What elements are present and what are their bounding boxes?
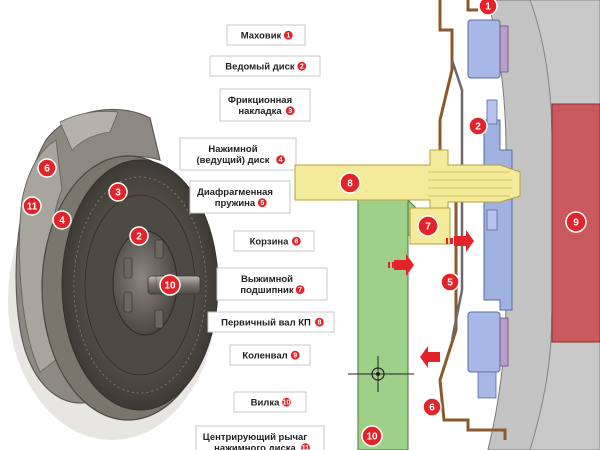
legend-box bbox=[219, 88, 311, 122]
photo-callout-10: 10 bbox=[159, 274, 181, 296]
legend-text: (ведущий) диск bbox=[197, 155, 270, 166]
diagram-callout-1: 1 bbox=[478, 0, 498, 16]
legend-box bbox=[189, 180, 291, 214]
legend-number-badge bbox=[284, 105, 296, 117]
svg-text:10: 10 bbox=[366, 432, 378, 443]
legend-text: Вилка bbox=[251, 398, 280, 409]
photo-callout-11: 11 bbox=[22, 196, 42, 216]
legend-text: Ведомый диск bbox=[225, 62, 295, 73]
svg-text:7: 7 bbox=[425, 222, 431, 233]
legend-text: Корзина bbox=[250, 237, 290, 248]
svg-text:3: 3 bbox=[115, 188, 121, 199]
legend-item-2: Ведомый диск 2 bbox=[209, 55, 321, 77]
svg-text:9: 9 bbox=[573, 218, 579, 229]
clutch-photo: 6 11 4 3 2 10 bbox=[8, 108, 219, 440]
legend-box bbox=[216, 267, 328, 301]
svg-text:6: 6 bbox=[44, 164, 50, 175]
legend-number-badge bbox=[282, 29, 294, 41]
legend-text: Центрирующий рычаг bbox=[203, 432, 307, 443]
legend-text: пружина bbox=[215, 198, 256, 209]
release-bearing bbox=[409, 207, 451, 245]
svg-text:11: 11 bbox=[27, 202, 38, 213]
legend-number: 2 bbox=[300, 64, 304, 71]
svg-text:6: 6 bbox=[429, 403, 435, 414]
diagram-callout-6: 6 bbox=[422, 397, 442, 417]
legend-item-9: Коленвал 9 bbox=[229, 344, 311, 366]
svg-text:10: 10 bbox=[164, 281, 176, 292]
photo-callout-2: 2 bbox=[129, 226, 149, 246]
photo-callout-6: 6 bbox=[37, 158, 57, 178]
legend-text: Фрикционная bbox=[228, 95, 292, 106]
legend-item-1: Маховик 1 bbox=[226, 24, 306, 46]
svg-text:2: 2 bbox=[475, 122, 481, 133]
legend-number: 6 bbox=[294, 239, 298, 246]
legend-number-badge bbox=[294, 284, 306, 296]
legend-number: 10 bbox=[283, 400, 291, 407]
legend-text: Коленвал bbox=[242, 351, 287, 362]
legend-item-4: Нажимной(ведущий) диск 4 bbox=[179, 137, 297, 171]
legend-number: 8 bbox=[317, 320, 321, 327]
diagram-callout-10: 10 bbox=[361, 425, 383, 447]
legend-number-badge bbox=[280, 396, 293, 408]
legend-text: Маховик bbox=[241, 31, 282, 42]
diagram-callout-2: 2 bbox=[468, 116, 488, 136]
legend-item-8: Первичный вал КП 8 bbox=[207, 311, 335, 333]
svg-text:4: 4 bbox=[59, 216, 65, 227]
legend-number: 4 bbox=[279, 157, 283, 164]
legend-number-badge bbox=[299, 442, 312, 450]
release-fork bbox=[357, 199, 409, 450]
legend-number-badge bbox=[296, 60, 308, 72]
legend-text: нажимного диска bbox=[214, 443, 296, 450]
legend-text: накладка bbox=[238, 106, 282, 117]
legend-number: 3 bbox=[288, 108, 292, 115]
legend-number: 7 bbox=[298, 287, 302, 294]
svg-text:8: 8 bbox=[347, 179, 353, 190]
legend-box bbox=[229, 344, 311, 366]
motion-arrows bbox=[388, 230, 474, 368]
legend-item-6: Корзина 6 bbox=[233, 230, 315, 252]
legend-box bbox=[209, 55, 321, 77]
legend-number-badge bbox=[256, 197, 268, 209]
legend-text: Выжимной bbox=[241, 274, 293, 285]
legend-text: Диафрагменная bbox=[197, 187, 273, 198]
diagram-callout-9: 9 bbox=[565, 211, 587, 233]
legend-number: 11 bbox=[302, 445, 310, 450]
photo-callout-4: 4 bbox=[52, 210, 72, 230]
svg-text:5: 5 bbox=[447, 278, 453, 289]
diagram-callout-8: 8 bbox=[339, 172, 361, 194]
svg-text:2: 2 bbox=[136, 232, 142, 243]
photo-callout-3: 3 bbox=[108, 182, 128, 202]
legend-number-badge bbox=[289, 349, 301, 361]
clutch-cover bbox=[438, 0, 507, 440]
legend-text: подшипник bbox=[240, 285, 294, 296]
pressure-plate-upper bbox=[467, 19, 501, 79]
legend-number-badge bbox=[313, 316, 325, 328]
diagram-callout-5: 5 bbox=[440, 272, 460, 292]
legend-number: 5 bbox=[260, 200, 264, 207]
legend-box bbox=[179, 137, 297, 171]
legend-number: 9 bbox=[293, 353, 297, 360]
pressure-plate-lower bbox=[467, 311, 501, 373]
legend-number-badge bbox=[290, 235, 302, 247]
legend-text: Первичный вал КП bbox=[221, 318, 311, 329]
legend-box bbox=[207, 311, 335, 333]
diagram-callout-7: 7 bbox=[417, 215, 439, 237]
legend-text: Нажимной bbox=[208, 144, 257, 155]
cross-section: 1 2 8 7 9 5 6 10 bbox=[294, 0, 600, 450]
svg-text:1: 1 bbox=[485, 2, 491, 13]
legend-number: 1 bbox=[286, 33, 290, 40]
legend-number-badge bbox=[275, 154, 287, 166]
